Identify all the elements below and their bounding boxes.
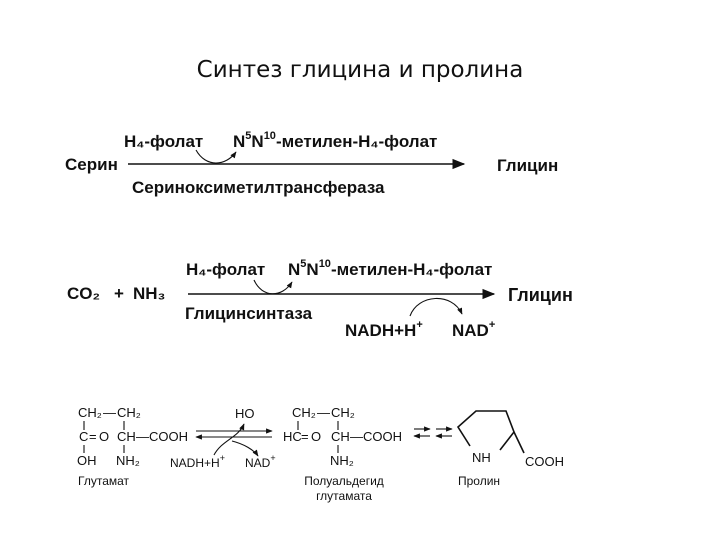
glu-nh2: NH₂ <box>116 453 140 468</box>
sa-nh2: NH₂ <box>330 453 354 468</box>
reaction-1: Серин Глицин H₄-фолат N5N10-метилен-H₄-ф… <box>65 130 558 197</box>
reaction-3: CH₂ — CH₂ C = O CH —COOH OH NH₂ Глутамат… <box>77 405 564 503</box>
reaction-2: CO₂ + NH₃ Глицин H₄-фолат N5N10-метилен-… <box>67 258 573 340</box>
glycine-label-1: Глицин <box>497 156 558 175</box>
proline-name: Пролин <box>458 474 500 488</box>
co2-label: CO₂ <box>67 284 100 303</box>
proline-ring <box>456 410 515 451</box>
nadh-curved-arrow-3 <box>213 423 245 456</box>
glu-c: C <box>79 429 88 444</box>
glu-bond-dash: — <box>103 405 116 420</box>
h4-folate-label-1: H₄-фолат <box>124 132 203 151</box>
cofactor-curved-arrow-2 <box>253 279 293 295</box>
glutamate-name: Глутамат <box>78 474 130 488</box>
semialdehyde-name-1: Полуальдегид <box>304 474 384 488</box>
sa-ch2-b: CH₂ <box>331 405 355 420</box>
cofactor-curved-arrow-1 <box>195 149 237 164</box>
nadh-curved-arrow-2 <box>409 297 463 317</box>
nad-label-2: NAD+ <box>452 319 495 340</box>
sa-cooh: —COOH <box>350 429 402 444</box>
nad-curved-arrow-3 <box>231 440 259 457</box>
glu-eq: = <box>89 429 97 444</box>
methylene-folate-label-2: N5N10-метилен-H₄-фолат <box>288 258 492 279</box>
nad-label-3: NAD+ <box>245 453 276 470</box>
glu-cooh: —COOH <box>136 429 188 444</box>
proline-nh: NH <box>472 450 491 465</box>
proline-cooh: COOH <box>525 454 564 469</box>
ho-label: HO <box>235 406 255 421</box>
glutamate-structure: CH₂ — CH₂ C = O CH —COOH OH NH₂ Глутамат <box>77 405 188 488</box>
nh3-label: NH₃ <box>133 284 165 303</box>
proline-cooh-bond <box>513 431 525 454</box>
glu-ch2-a: CH₂ <box>78 405 102 420</box>
glu-ch: CH <box>117 429 136 444</box>
enzyme-label-1: Сериноксиметилтрансфераза <box>132 178 385 197</box>
sa-hc: HC <box>283 429 302 444</box>
glu-ch2-b: CH₂ <box>117 405 141 420</box>
enzyme-label-2: Глицинсинтаза <box>185 304 313 323</box>
h4-folate-label-2: H₄-фолат <box>186 260 265 279</box>
sa-o: O <box>311 429 321 444</box>
proline-structure: NH COOH Пролин <box>456 410 564 488</box>
glu-o: O <box>99 429 109 444</box>
sa-ch2-a: CH₂ <box>292 405 316 420</box>
glu-oh: OH <box>77 453 97 468</box>
plus-sign: + <box>114 284 124 303</box>
nadh-label-3: NADH+H+ <box>170 453 225 470</box>
glycine-label-2: Глицин <box>508 285 573 305</box>
semialdehyde-structure: CH₂ — CH₂ HC = O CH —COOH NH₂ Полуальдег… <box>283 405 402 503</box>
nadh-label-2: NADH+H+ <box>345 319 423 340</box>
methylene-folate-label-1: N5N10-метилен-H₄-фолат <box>233 130 437 151</box>
sa-eq: = <box>301 429 309 444</box>
serine-label: Серин <box>65 155 118 174</box>
sa-ch: CH <box>331 429 350 444</box>
sa-bond-dash: — <box>317 405 330 420</box>
page-title: Синтез глицина и пролина <box>197 57 524 83</box>
semialdehyde-name-2: глутамата <box>316 489 372 503</box>
